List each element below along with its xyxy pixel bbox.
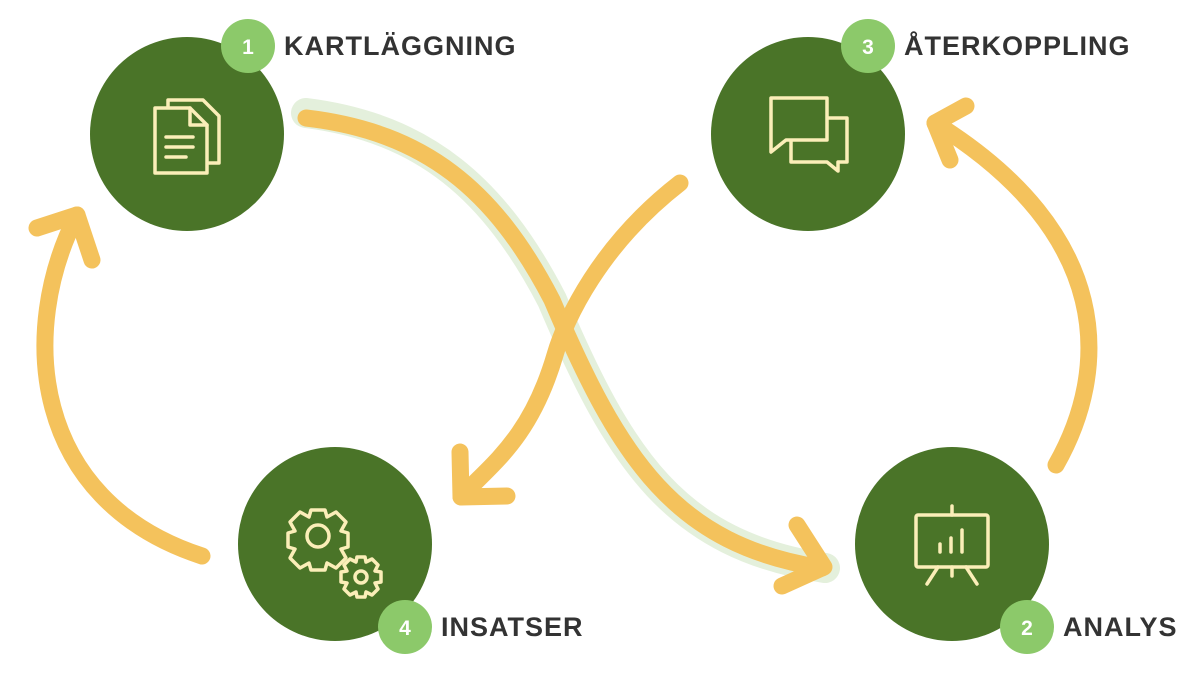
arrow-head-kartlaggning [28,206,101,269]
large-gear-outline [286,508,350,572]
step-label-insatser: INSATSER [441,612,584,642]
gears-icon [305,523,369,585]
step-number-4: 4 [399,617,411,640]
step-number-3: 3 [862,36,874,59]
arrow-head-insatser [451,443,516,506]
step-number-2: 2 [1021,617,1033,640]
chat-bubbles-icon [769,96,849,173]
step-label-aterkoppling: ÅTERKOPPLING [904,31,1131,61]
small-gear-outline [339,555,383,599]
arrow-insatser-to-kartlaggning [36,206,211,565]
step-circle-insatser [238,447,432,641]
presentation-chart-icon [914,504,990,586]
step-label-analys: ANALYS [1063,612,1178,642]
step-badge-2 [1000,600,1054,654]
step-badge-3 [841,19,895,73]
arrow-head-aterkoppling [926,97,975,169]
arrow-kartlaggning-to-analys [297,109,831,577]
step-badge-1 [221,19,275,73]
arrow-aterkoppling-to-insatser [452,174,689,506]
step-label-kartlaggning: KARTLÄGGNING [284,31,517,61]
step-badge-4 [378,600,432,654]
step-number-1: 1 [242,36,254,59]
arrow-head-analys [773,516,833,595]
documents-icon [153,98,221,175]
arrow-analys-to-aterkoppling [926,114,1098,474]
